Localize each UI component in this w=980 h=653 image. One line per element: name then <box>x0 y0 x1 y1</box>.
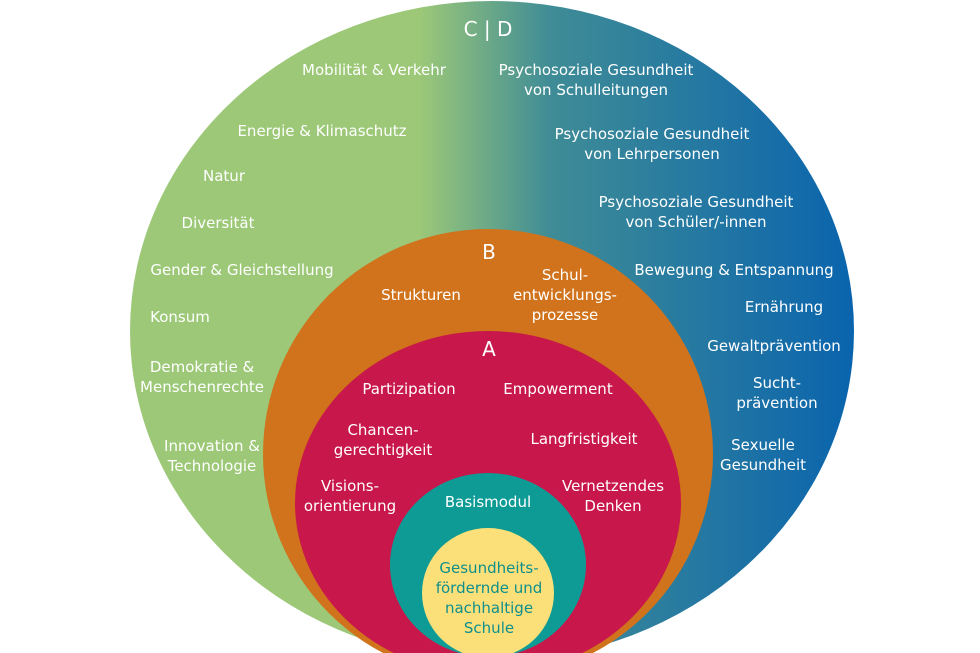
ring-a-label: A <box>482 337 496 361</box>
topic-democracy: Demokratie &Menschenrechte <box>140 358 264 396</box>
ring-a-items: Partizipation Empowerment Chancen-gerech… <box>304 380 664 515</box>
green-topics-group: Mobilität & Verkehr Energie & Klimaschut… <box>140 61 447 475</box>
topic-gender: Gender & Gleichstellung <box>150 261 333 279</box>
topic-nutrition: Ernährung <box>745 298 823 316</box>
ring-a-equal-opportunity: Chancen-gerechtigkeit <box>334 421 433 459</box>
ring-a-participation: Partizipation <box>362 380 455 398</box>
topic-mobility: Mobilität & Verkehr <box>302 61 447 79</box>
outer-ring-label: C | D <box>464 17 513 41</box>
ring-a-long-term: Langfristigkeit <box>530 430 637 448</box>
ring-b-structures: Strukturen <box>381 286 461 304</box>
topic-diversity: Diversität <box>182 214 255 232</box>
topic-consumption: Konsum <box>150 308 210 326</box>
ring-b-school-development: Schul-entwicklungs-prozesse <box>513 266 617 324</box>
ring-b-items: Strukturen Schul-entwicklungs-prozesse <box>381 266 617 324</box>
ring-a-empowerment: Empowerment <box>503 380 613 398</box>
core-circle <box>422 528 554 653</box>
basis-module-label: Basismodul <box>445 493 531 511</box>
ring-b-label: B <box>482 240 496 264</box>
ring-a-vision: Visions-orientierung <box>304 477 396 515</box>
topic-innovation: Innovation &Technologie <box>164 437 260 475</box>
topic-movement: Bewegung & Entspannung <box>634 261 833 279</box>
topic-energy: Energie & Klimaschutz <box>237 122 406 140</box>
topic-nature: Natur <box>203 167 246 185</box>
topic-addiction-prevention: Sucht-prävention <box>736 374 817 412</box>
topic-violence-prevention: Gewaltprävention <box>707 337 841 355</box>
